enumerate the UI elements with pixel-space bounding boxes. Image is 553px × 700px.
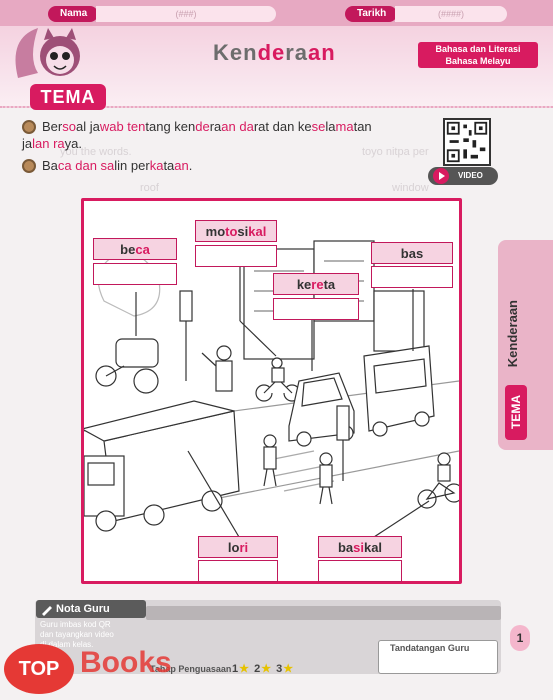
ghost-text-3: roof [140,182,159,194]
label-motosikal: motosikal [195,220,277,242]
ghost-text-4: window [392,182,429,194]
truck-icon [80,400,240,532]
topbooks-watermark-logo: TOP Books [0,636,180,700]
child-icon [319,452,333,466]
answer-box-lori[interactable] [198,560,278,582]
teacher-signature-label: Tandatangan Guru [390,643,470,653]
play-icon [433,168,449,184]
star-icon: ★ [239,663,250,675]
tema-badge: TEMA [30,84,106,110]
page-title: Kenderaan [213,40,336,65]
side-tab-tema: TEMA [505,385,527,440]
ghost-text-2: toyo nitpa per [362,146,429,158]
nota-guru-text: Guru imbas kod QR dan tayangkan video di… [40,620,114,649]
qr-code-icon[interactable] [443,118,491,166]
label-bas: bas [371,242,453,264]
nama-label: Nama [48,6,98,22]
nama-field[interactable]: (###) [96,6,276,22]
trishaw-icon [95,338,159,394]
answer-box-basikal[interactable] [318,560,402,582]
bicycle-icon [417,452,464,509]
nota-guru-title: Nota Guru [36,600,146,618]
tarikh-label: Tarikh [345,6,397,22]
instruction-1-cont: jalan raya. [22,136,83,151]
answer-box-kereta[interactable] [273,298,359,320]
motorcycle-icon [255,357,301,402]
instruction-1: Bersoal jawab tentang kenderaan darat da… [42,119,372,134]
label-beca: beca [93,238,177,260]
side-tab-theme: Kenderaan [505,300,520,368]
answer-box-motosikal[interactable] [195,245,277,267]
footer-strip [146,606,501,620]
instruction-2: Baca dan salin perkataan. [42,158,193,173]
star-icon: ★ [261,663,273,675]
tarikh-field[interactable]: (####) [395,6,507,22]
nama-hint: (###) [175,9,197,19]
policeman-icon [216,345,232,361]
bullet-icon [22,120,36,134]
bullet-icon [22,159,36,173]
label-basikal: basikal [318,536,402,558]
building-icon [373,290,425,352]
page-number: 1 [510,625,530,651]
bus-icon [363,345,435,437]
star-icon: ★ [283,663,295,675]
label-lori: lori [198,536,278,558]
answer-box-beca[interactable] [93,263,177,285]
tarikh-hint: (####) [437,9,464,19]
tahap-penguasaan-label: Tahap Penguasaan [150,664,232,674]
teacher-signature-box[interactable] [378,640,498,674]
child-icon [263,434,277,448]
label-kereta: kereta [273,273,359,295]
squirrel-mascot-icon [15,28,80,78]
mastery-level-stars[interactable]: 1★ 2★ 3★ [232,663,295,675]
pencil-icon [42,606,52,616]
ghost-text-1: you the words. [60,146,132,158]
answer-box-bas[interactable] [371,266,453,288]
